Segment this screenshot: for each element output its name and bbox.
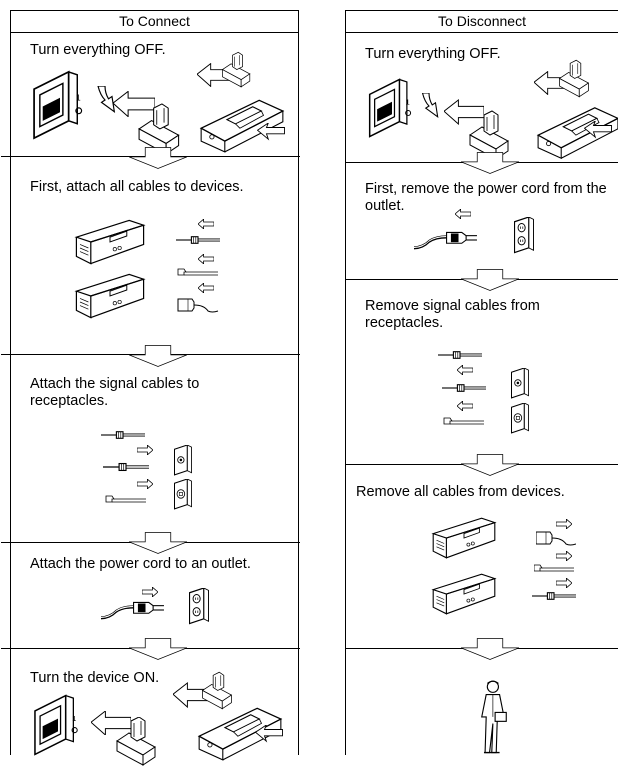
power-switch-icon	[34, 694, 79, 756]
cable-connector-icon	[177, 268, 219, 276]
right-arrow-icon	[556, 551, 572, 561]
to-connect-panel: To Connect Turn everything OFF. First, a…	[1, 10, 300, 766]
down-arrow-icon	[461, 638, 519, 660]
cable-connector-icon	[105, 495, 147, 503]
down-arrow-icon	[129, 345, 187, 367]
person-icon	[481, 680, 507, 754]
wall-jack-icon	[511, 368, 529, 399]
cable-connector-icon	[534, 564, 574, 572]
cable-connector-icon	[532, 592, 576, 600]
wall-outlet-icon	[189, 588, 209, 625]
bent-arrow-icon	[421, 93, 439, 118]
left-arrow-icon	[457, 365, 473, 375]
cable-connector-icon	[442, 384, 486, 392]
power-switch-icon	[200, 99, 285, 153]
power-switch-icon	[198, 707, 283, 761]
disconnect-step-2-text: First, remove the power cord from the ou…	[365, 181, 607, 214]
left-arrow-icon	[455, 209, 471, 219]
plug-arrow-icon	[91, 711, 156, 766]
device-panel-icon	[432, 517, 496, 559]
disconnect-step-1-text: Turn everything OFF.	[365, 46, 501, 62]
right-arrow-icon	[137, 445, 153, 455]
cable-connector-icon	[103, 462, 149, 472]
device-panel-icon	[75, 219, 145, 265]
power-cord-icon	[101, 601, 165, 620]
down-arrow-icon	[129, 147, 187, 169]
to-connect-header: To Connect	[11, 11, 298, 33]
right-arrow-icon	[142, 587, 158, 597]
cable-connector-icon	[177, 298, 219, 313]
connect-step-2-text: First, attach all cables to devices.	[30, 179, 244, 195]
left-arrow-icon	[198, 219, 214, 229]
wall-jack-icon	[174, 479, 192, 510]
disconnect-step-4-text: Remove all cables from devices.	[356, 484, 565, 500]
down-arrow-icon	[461, 269, 519, 291]
device-panel-icon	[432, 573, 496, 615]
right-arrow-icon	[137, 479, 153, 489]
left-arrow-icon	[198, 283, 214, 293]
wall-jack-icon	[511, 403, 529, 434]
down-arrow-icon	[129, 638, 187, 660]
connect-step-3-text: Attach the signal cables to receptacles.	[30, 376, 200, 409]
to-disconnect-header: To Disconnect	[346, 11, 618, 33]
power-switch-icon	[537, 107, 618, 159]
cable-connector-icon	[443, 417, 485, 425]
cable-connector-icon	[536, 531, 576, 546]
wall-jack-icon	[174, 445, 192, 476]
connect-step-1-text: Turn everything OFF.	[30, 42, 166, 58]
right-arrow-icon	[556, 578, 572, 588]
right-arrow-icon	[556, 519, 572, 529]
device-panel-icon	[75, 273, 145, 319]
left-arrow-icon	[198, 254, 214, 264]
down-arrow-icon	[461, 454, 519, 476]
cable-connector-icon	[101, 431, 145, 439]
power-switch-icon	[368, 78, 412, 138]
down-arrow-icon	[461, 152, 519, 174]
cable-connector-icon	[438, 351, 482, 359]
connect-step-4-text: Attach the power cord to an outlet.	[30, 556, 251, 572]
wall-outlet-icon	[514, 217, 534, 254]
to-disconnect-panel: To Disconnect Turn everything OFF. First…	[345, 10, 618, 755]
power-switch-icon	[33, 71, 83, 139]
down-arrow-icon	[129, 532, 187, 554]
connect-step-5-text: Turn the device ON.	[30, 670, 160, 686]
power-cord-icon	[414, 231, 478, 250]
left-arrow-icon	[457, 401, 473, 411]
disconnect-step-3-text: Remove signal cables from receptacles.	[365, 298, 540, 331]
cable-connector-icon	[176, 236, 220, 244]
